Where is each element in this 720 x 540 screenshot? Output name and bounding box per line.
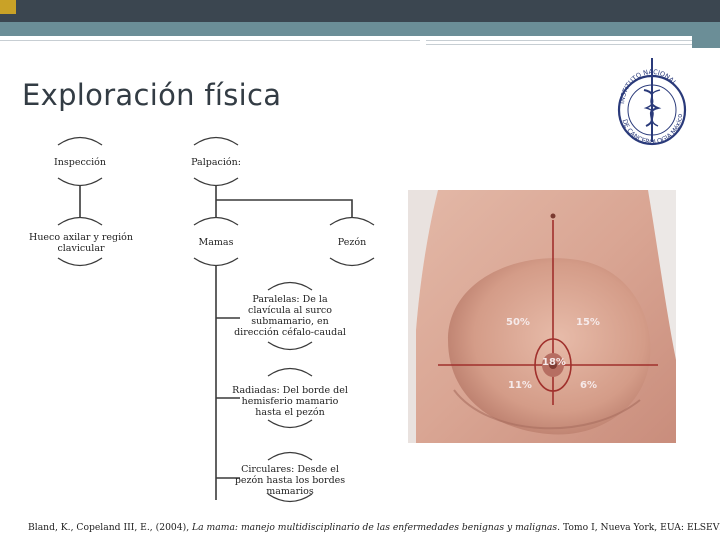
radiadas-arc-bottom (268, 420, 312, 428)
pezon-arc-top (330, 218, 374, 226)
node-pezon-label: Pezón (282, 237, 422, 248)
palpacion-arc-top (194, 138, 238, 146)
node-hueco-axilar-label: Hueco axilar y región clavicular (10, 232, 152, 254)
node-mamas: Mamas (146, 237, 286, 248)
node-paralelas-label: Paralelas: De la clavícula al surco subm… (230, 294, 350, 338)
hueco-arc-bottom (58, 258, 102, 266)
inspeccion-arc-bottom (58, 178, 102, 186)
node-hueco-axilar: Hueco axilar y región clavicular (10, 232, 152, 254)
radiadas-arc-top (268, 369, 312, 377)
pct-central: 18% (542, 357, 566, 368)
pct-lower-inner: 6% (580, 380, 597, 391)
breast-quadrant-photo: 50% 15% 18% 11% 6% (408, 190, 676, 443)
node-circulares-label: Circulares: Desde el pezón hasta los bor… (230, 464, 350, 497)
node-palpacion-label: Palpación: (146, 157, 286, 168)
node-inspeccion-label: Inspección (10, 157, 150, 168)
citation-prefix: Bland, K., Copeland III, E., (2004), (28, 522, 192, 533)
node-radiadas: Radiadas: Del borde del hemisferio mamar… (230, 385, 350, 418)
paralelas-arc-top (268, 283, 312, 291)
citation: Bland, K., Copeland III, E., (2004), La … (28, 522, 720, 533)
node-palpacion: Palpación: (146, 157, 286, 168)
pct-upper-inner: 15% (576, 317, 600, 328)
paralelas-arc-bottom (268, 342, 312, 350)
hueco-arc-top (58, 218, 102, 226)
mamas-arc-top (194, 218, 238, 226)
mamas-arc-bottom (194, 258, 238, 266)
pct-lower-outer: 11% (508, 380, 532, 391)
node-circulares: Circulares: Desde el pezón hasta los bor… (230, 464, 350, 497)
pct-upper-outer: 50% (506, 317, 530, 328)
node-mamas-label: Mamas (146, 237, 286, 248)
citation-suffix: . Tomo I, Nueva York, EUA: ELSEVIER (557, 522, 720, 533)
inspeccion-arc-top (58, 138, 102, 146)
circulares-arc-top (268, 453, 312, 461)
pezon-arc-bottom (330, 258, 374, 266)
node-inspeccion: Inspección (10, 157, 150, 168)
palpacion-arc-bottom (194, 178, 238, 186)
node-radiadas-label: Radiadas: Del borde del hemisferio mamar… (230, 385, 350, 418)
node-pezon: Pezón (282, 237, 422, 248)
connector-pezon (216, 200, 352, 218)
node-paralelas: Paralelas: De la clavícula al surco subm… (230, 294, 350, 338)
citation-title: La mama: manejo multidisciplinario de la… (192, 522, 557, 533)
